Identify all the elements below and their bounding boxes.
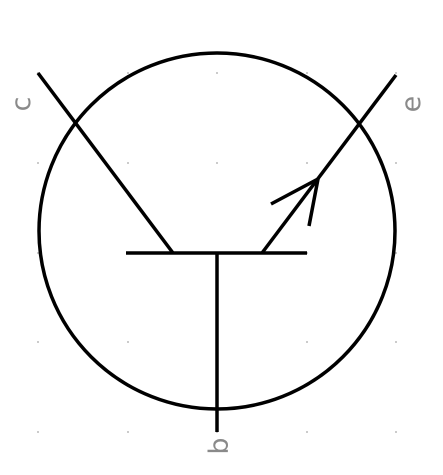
grid-dot [395, 341, 397, 343]
grid-dot [127, 431, 129, 433]
grid-dot [37, 162, 39, 164]
grid-dot [216, 72, 218, 74]
grid-dot [395, 252, 397, 254]
base-pin-label: b [204, 437, 235, 454]
grid-dot [37, 252, 39, 254]
grid-dot [216, 162, 218, 164]
grid-dot [306, 341, 308, 343]
grid-dot [306, 162, 308, 164]
grid-dot [127, 72, 129, 74]
grid-dot [37, 341, 39, 343]
grid-dot [127, 341, 129, 343]
collector-lead [36, 71, 175, 255]
grid-dot [395, 72, 397, 74]
grid-dot [306, 72, 308, 74]
grid-dot [395, 162, 397, 164]
grid-dot [127, 162, 129, 164]
grid-dot [395, 431, 397, 433]
grid-dot [306, 431, 308, 433]
grid-dot [37, 431, 39, 433]
emitter-arrow-icon [270, 175, 321, 227]
collector-pin-label: c [6, 97, 37, 112]
emitter-lead [260, 73, 398, 255]
emitter-pin-label: e [396, 96, 427, 113]
